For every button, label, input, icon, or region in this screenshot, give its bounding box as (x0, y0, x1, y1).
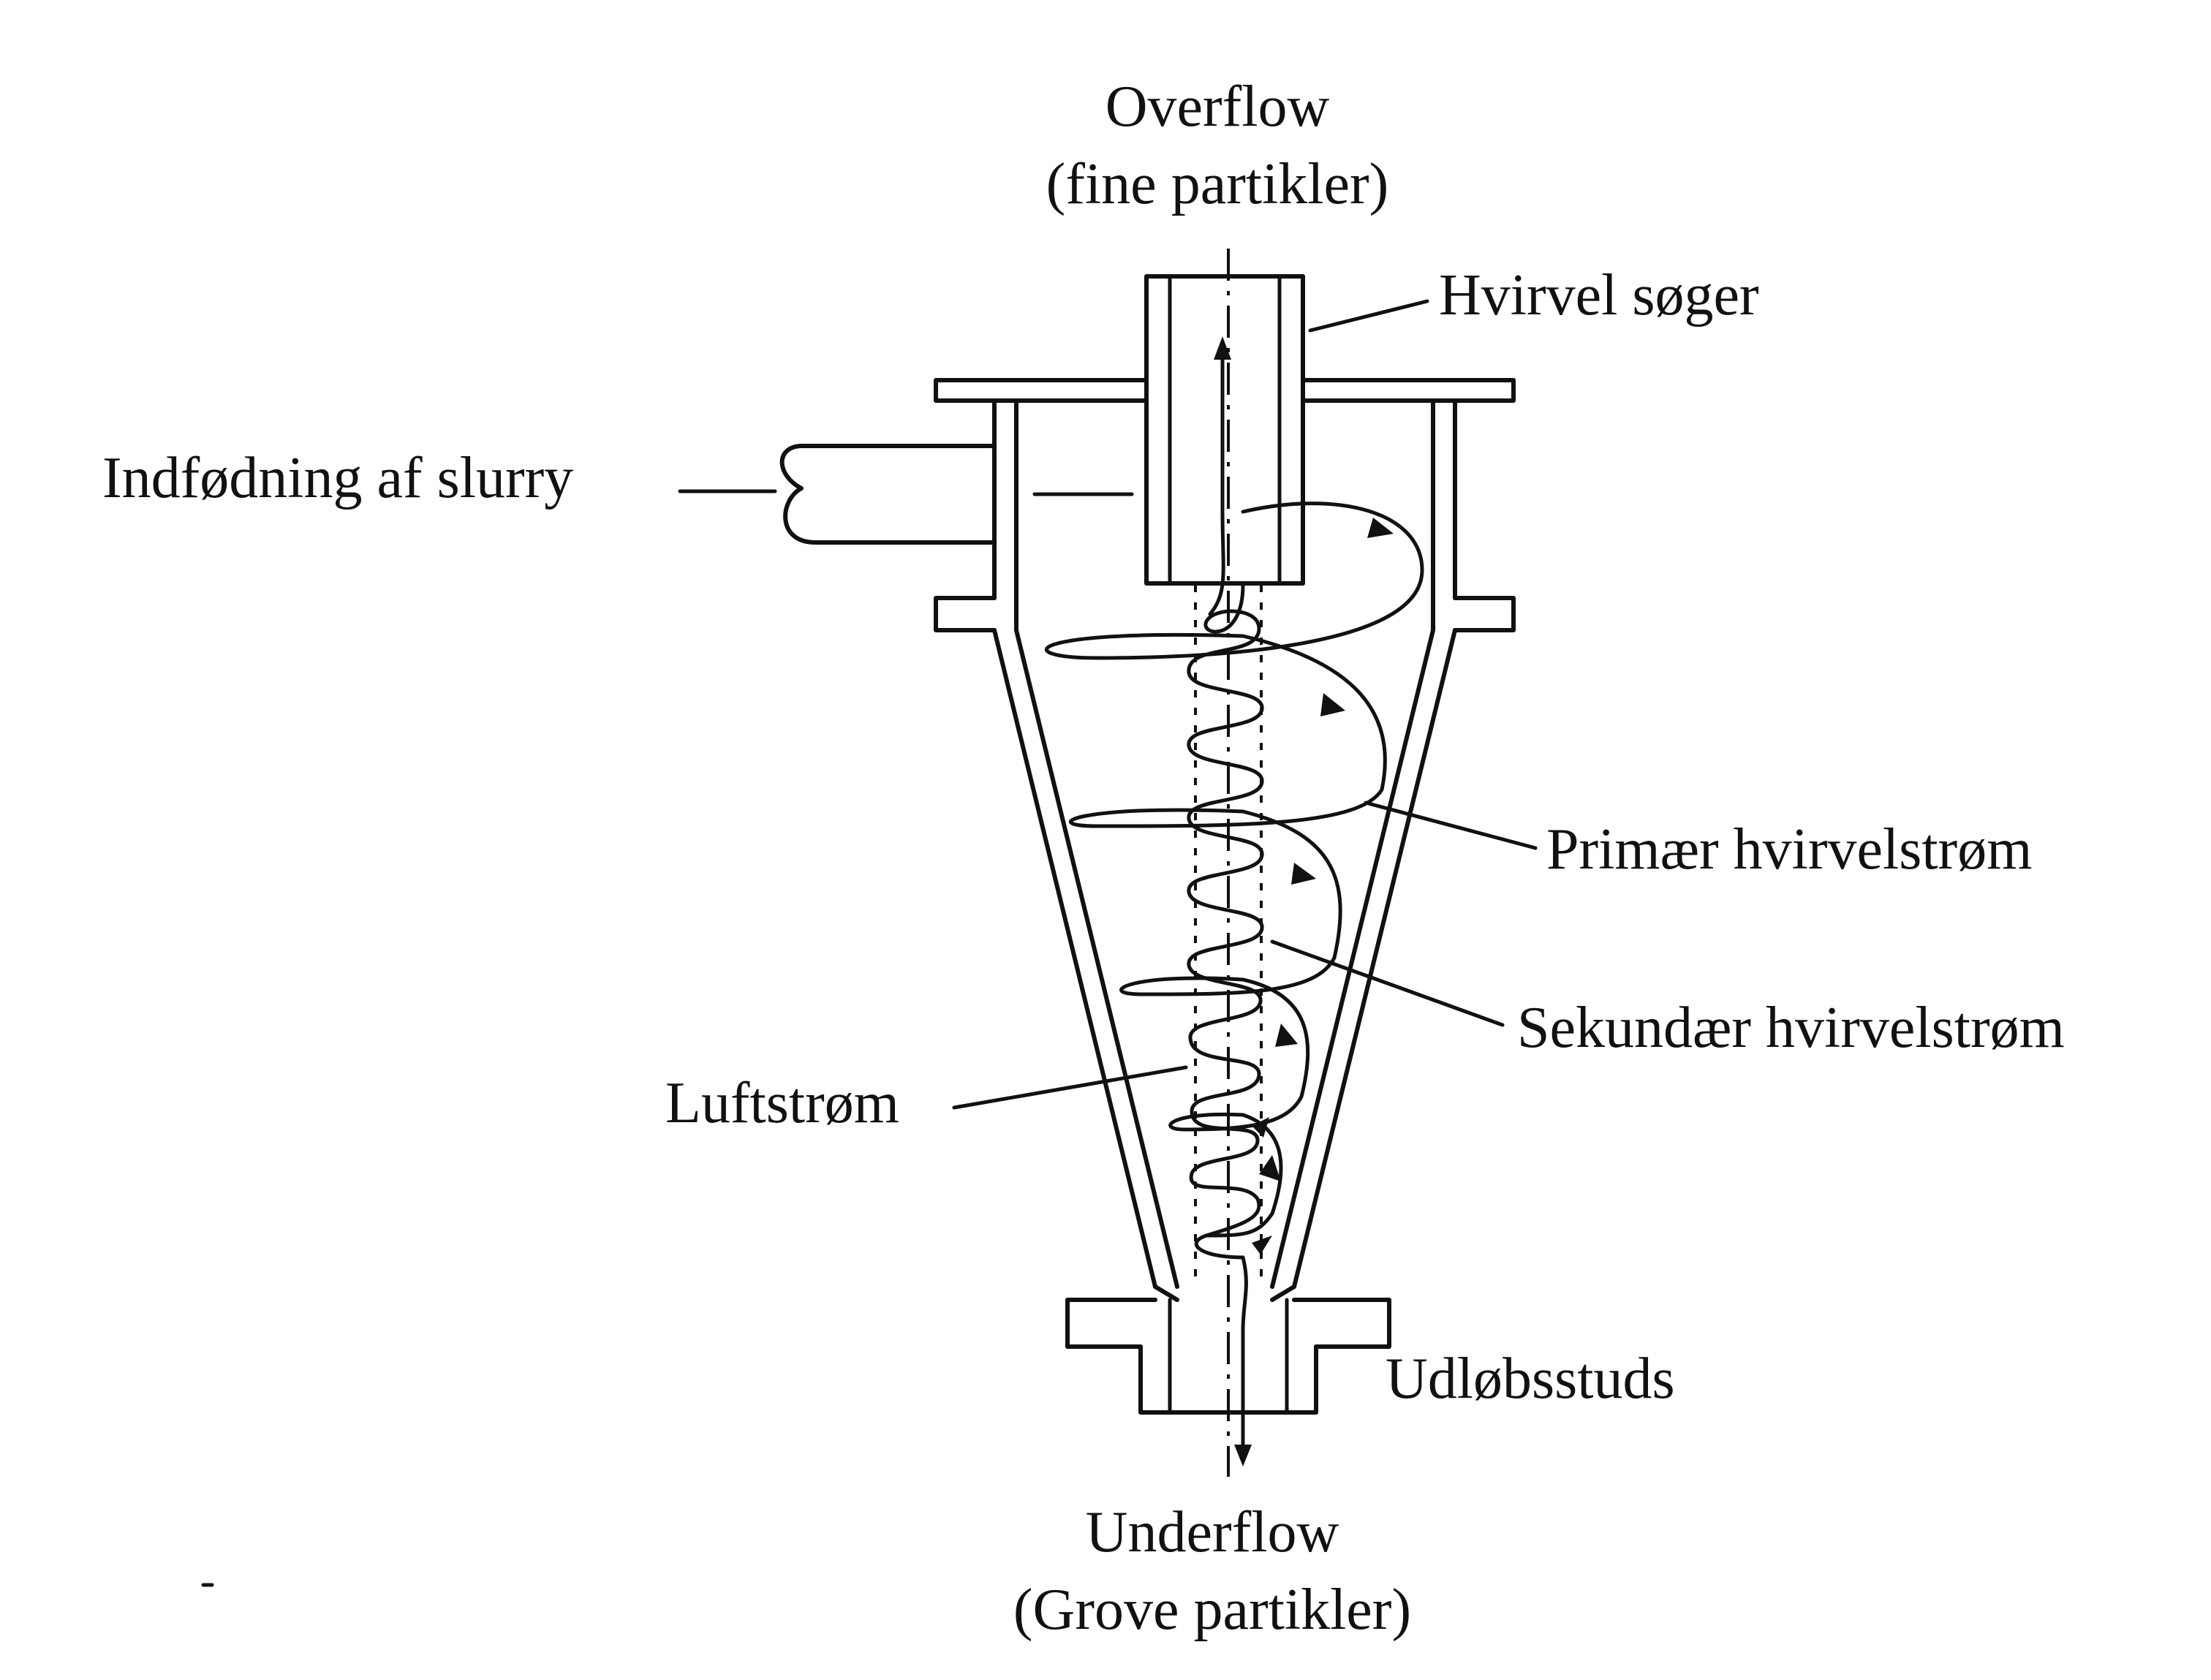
primary-vortex (1044, 502, 1424, 1238)
vortex-finder (1144, 274, 1305, 586)
underflow-label: Underflow (1086, 1500, 1339, 1564)
overflow-label: Overflow (1106, 75, 1330, 139)
underflow-flow-line (1241, 1255, 1248, 1450)
secondary-vortex (1187, 583, 1264, 1260)
air-core-leader (952, 1065, 1188, 1110)
top-flange (934, 378, 1516, 403)
primary-vortex-label: Primær hvirvelstrøm (1546, 817, 2032, 882)
overflow-flow-line (1208, 356, 1225, 616)
cyclone-cone (992, 628, 1457, 1289)
spigot (1065, 1284, 1391, 1415)
primary-vortex-leader (1364, 801, 1538, 850)
secondary-vortex-leader (1270, 939, 1505, 1027)
vortex-finder-label: Hvirvel søger (1439, 263, 1759, 328)
underflow-sub-label: (Grove partikler) (1013, 1578, 1411, 1642)
feed-label: Indfødning af slurry (102, 446, 573, 510)
overflow-sub-label: (fine partikler) (1046, 152, 1389, 216)
secondary-vortex-label: Sekundær hvirvelstrøm (1517, 996, 2065, 1060)
secondary-vortex-arrows (1252, 1117, 1272, 1255)
spigot-label: Udløbsstuds (1386, 1347, 1675, 1411)
primary-vortex-arrows (1259, 518, 1394, 1181)
cyclone-cylinder (934, 398, 1516, 632)
overflow-arrowhead (1214, 336, 1231, 360)
underflow-arrowhead (1234, 1445, 1252, 1467)
air-core-label: Luftstrøm (665, 1071, 899, 1135)
feed-inlet-pipe (779, 444, 997, 545)
vortex-finder-leader (1308, 299, 1429, 333)
